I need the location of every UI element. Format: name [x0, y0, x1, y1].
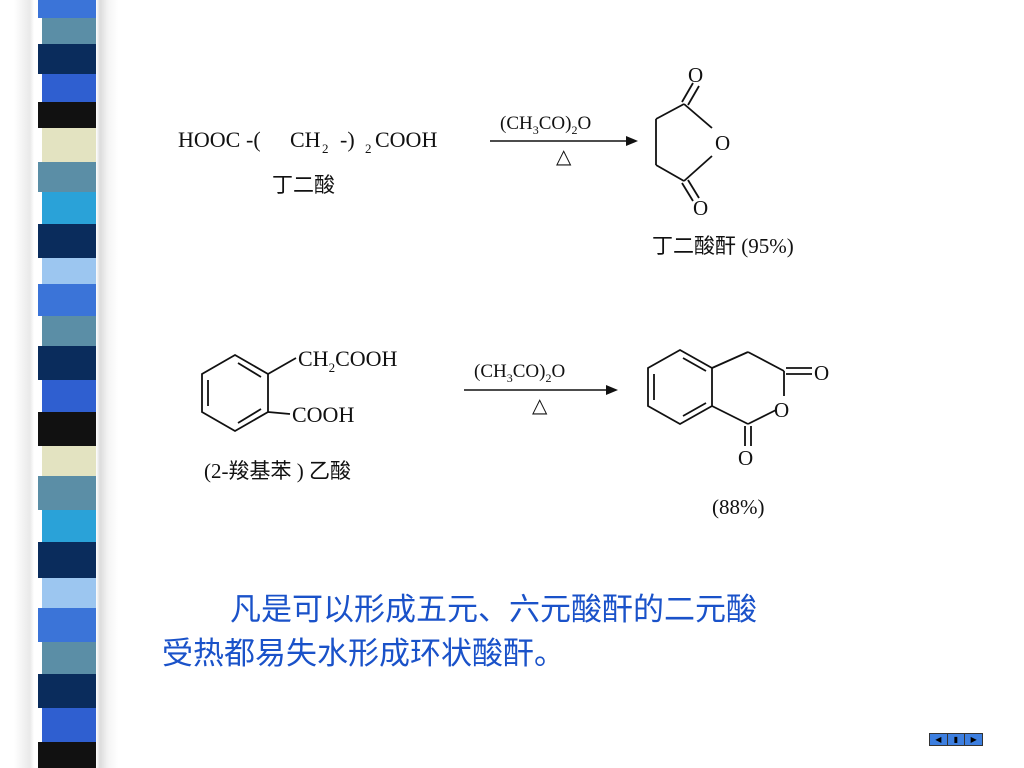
sidebar-stripe [42, 380, 96, 412]
reactant-2-benzene-ring [201, 353, 297, 433]
sidebar-stripe [42, 510, 96, 542]
reaction-2-arrowhead [606, 385, 618, 395]
reactant-1-bracket-close: -) [340, 127, 355, 152]
reagent-2: (CH3CO)2O [474, 361, 565, 385]
reactant-1-name: 丁二酸 [272, 173, 335, 197]
product-1-name: 丁二酸酐 (95%) [652, 234, 794, 258]
sidebar-stripe [38, 742, 96, 768]
reaction-2: CH2COOH COOH (2-羧基苯 ) 乙酸 (CH3CO)2O △ O O… [201, 346, 829, 519]
reactant-1-bracket-open: -( [246, 127, 261, 152]
caption-line-2: 受热都易失水形成环状酸酐。 [162, 636, 565, 672]
sidebar-stripe [38, 224, 96, 258]
reaction-2-heat: △ [532, 395, 548, 417]
sidebar-stripe [38, 44, 96, 74]
sidebar-stripe [38, 608, 96, 642]
reaction-1-heat: △ [556, 146, 572, 168]
sidebar-stripe [38, 674, 96, 708]
sidebar-stripe [38, 412, 96, 446]
reactant-1-cooh: COOH [375, 127, 437, 152]
product-2-o-exo-bottom: O [738, 446, 753, 470]
product-1-structure [655, 82, 713, 202]
prev-slide-button[interactable]: ◀ [930, 734, 948, 745]
reactant-1-hooc: HOOC [178, 127, 240, 152]
sidebar-stripe [42, 316, 96, 346]
sidebar-stripe [42, 708, 96, 742]
sidebar-stripe [42, 446, 96, 476]
caption-line-1: 凡是可以形成五元、六元酸酐的二元酸 [230, 592, 757, 628]
sidebar-stripe [38, 102, 96, 128]
sidebar-stripe [38, 0, 96, 18]
svg-text:HOOC: HOOC [178, 127, 240, 152]
sidebar-stripe [38, 542, 96, 578]
svg-text:CH: CH [290, 127, 321, 152]
product-2-structure [647, 348, 812, 446]
sidebar-stripe [42, 128, 96, 162]
reaction-1: HOOC -( CH 2 -) 2 COOH 丁二酸 (CH3CO)2O △ O… [178, 63, 794, 258]
sidebar-stripe [42, 258, 96, 284]
reactant-2-name: (2-羧基苯 ) 乙酸 [204, 459, 351, 483]
reaction-1-arrowhead [626, 136, 638, 146]
reactant-1-sub2: 2 [322, 141, 329, 156]
reactant-2-top-substituent: CH2COOH [298, 346, 398, 375]
sidebar-stripe [42, 192, 96, 224]
reactant-1-ch: CH [290, 127, 321, 152]
product-1-o-bottom: O [693, 196, 708, 220]
reactant-1-n: 2 [365, 141, 372, 156]
sidebar-stripe [38, 162, 96, 192]
reagent-1: (CH3CO)2O [500, 113, 591, 137]
sidebar-stripe [42, 18, 96, 44]
slide-navigation: ◀ ▮ ▶ [929, 733, 983, 746]
sidebar-stripe [38, 476, 96, 510]
sidebar-stripe [38, 346, 96, 380]
product-2-o-exo-top: O [814, 361, 829, 385]
reactant-2-bottom-substituent: COOH [292, 402, 354, 427]
decorative-sidebar [0, 0, 118, 768]
product-1-o-ring: O [715, 131, 730, 155]
sidebar-stripe [42, 578, 96, 608]
home-button[interactable]: ▮ [948, 734, 966, 745]
product-2-yield: (88%) [712, 495, 764, 519]
sidebar-stripe [42, 74, 96, 102]
sidebar-stripes [38, 0, 96, 768]
next-slide-button[interactable]: ▶ [970, 735, 977, 744]
product-2-o-ring: O [774, 398, 789, 422]
caption-text: 凡是可以形成五元、六元酸酐的二元酸 受热都易失水形成环状酸酐。 [162, 588, 942, 676]
sidebar-stripe [42, 642, 96, 674]
product-1-o-top: O [688, 63, 703, 87]
sidebar-stripe [38, 284, 96, 316]
